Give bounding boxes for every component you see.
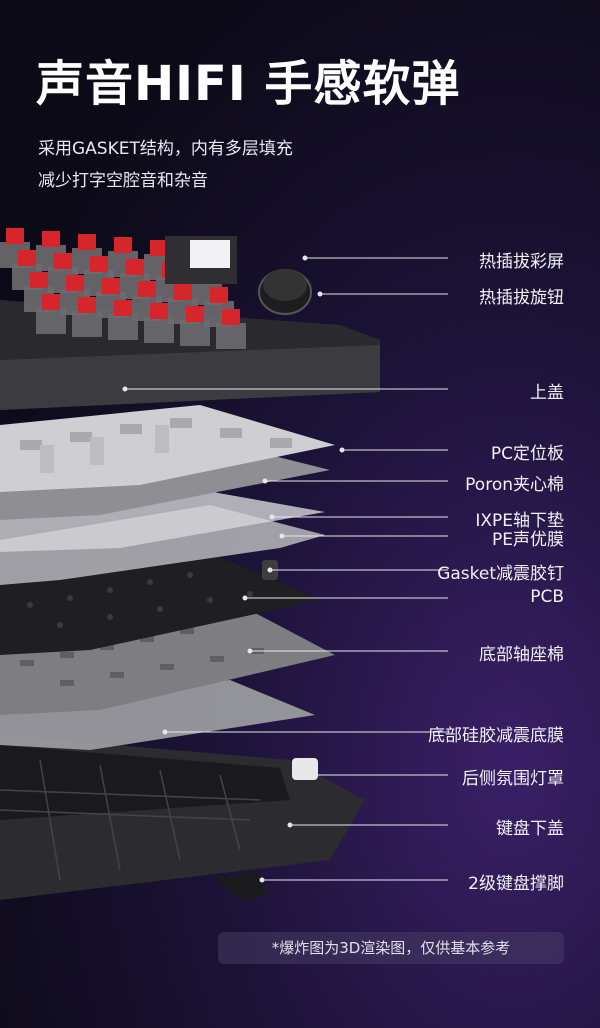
leader-dot-silicone (162, 729, 168, 735)
switch-stem (186, 306, 204, 322)
switch-stem (66, 275, 84, 291)
leader-dot-gasket (267, 567, 273, 573)
layer-label-top-case: 上盖 (530, 383, 564, 403)
leader-dot-feet (259, 877, 265, 883)
switch-stem (54, 253, 72, 269)
switch-stem (210, 287, 228, 303)
leader-lines (122, 255, 448, 883)
switch-stem (30, 272, 48, 288)
leader-dot-top-case (122, 386, 128, 392)
switch-stem (114, 300, 132, 316)
subtitle-line-2: 减少打字空腔音和杂音 (38, 171, 208, 191)
leader-dot-ixpe (269, 514, 275, 520)
layer-label-pcb: PCB (530, 587, 564, 607)
leader-dot-screen (302, 255, 308, 261)
switch-stem (114, 237, 132, 253)
switch-stem (222, 309, 240, 325)
leader-dot-plate (339, 447, 345, 453)
leader-dot-switch-foam (247, 648, 253, 654)
switch-stem (102, 278, 120, 294)
layer-label-gasket: Gasket减震胶钉 (437, 564, 564, 584)
switch-housing (108, 314, 138, 340)
switch-housing (36, 308, 66, 334)
layer-label-feet: 2级键盘撑脚 (468, 874, 564, 894)
leader-dot-pe (279, 533, 285, 539)
layer-label-screen: 热插拔彩屏 (479, 252, 564, 272)
leader-dot-light-cover (299, 772, 305, 778)
switch-stem (78, 297, 96, 313)
leader-dot-poron (262, 478, 268, 484)
switch-cluster (0, 228, 246, 349)
switch-stem (174, 284, 192, 300)
leader-dot-bottom-case (287, 822, 293, 828)
layer-label-knob: 热插拔旋钮 (479, 288, 564, 308)
switch-housing (144, 317, 174, 343)
page-title: 声音HIFI 手感软弹 (36, 56, 461, 112)
layer-label-bottom-case: 键盘下盖 (496, 819, 564, 839)
leader-dot-pcb (242, 595, 248, 601)
layer-label-ixpe: IXPE轴下垫 (475, 511, 564, 531)
switch-stem (150, 240, 168, 256)
render-disclaimer: *爆炸图为3D渲染图，仅供基本参考 (218, 932, 564, 964)
bottom-case-layer (0, 735, 365, 900)
switch-stem (78, 234, 96, 250)
switch-stem (18, 250, 36, 266)
layer-label-pe: PE声优膜 (492, 530, 564, 550)
pc-plate-layer (0, 405, 335, 492)
layer-label-switch-foam: 底部轴座棉 (479, 645, 564, 665)
switch-stem (90, 256, 108, 272)
switch-stem (42, 294, 60, 310)
subtitle-line-1: 采用GASKET结构，内有多层填充 (38, 139, 293, 159)
layer-label-plate: PC定位板 (490, 444, 564, 464)
switch-stem (126, 259, 144, 275)
layer-label-poron: Poron夹心棉 (465, 475, 564, 495)
layer-label-light-cover: 后侧氛围灯罩 (462, 769, 564, 789)
layer-label-silicone: 底部硅胶减震底膜 (428, 726, 564, 746)
pcb-layer (0, 555, 320, 655)
switch-stem (150, 303, 168, 319)
leader-dot-knob (317, 291, 323, 297)
top-case-layer (0, 228, 380, 410)
switch-housing (216, 323, 246, 349)
switch-housing (180, 320, 210, 346)
switch-stem (6, 228, 24, 244)
switch-stem (138, 281, 156, 297)
switch-stem (42, 231, 60, 247)
switch-housing (72, 311, 102, 337)
